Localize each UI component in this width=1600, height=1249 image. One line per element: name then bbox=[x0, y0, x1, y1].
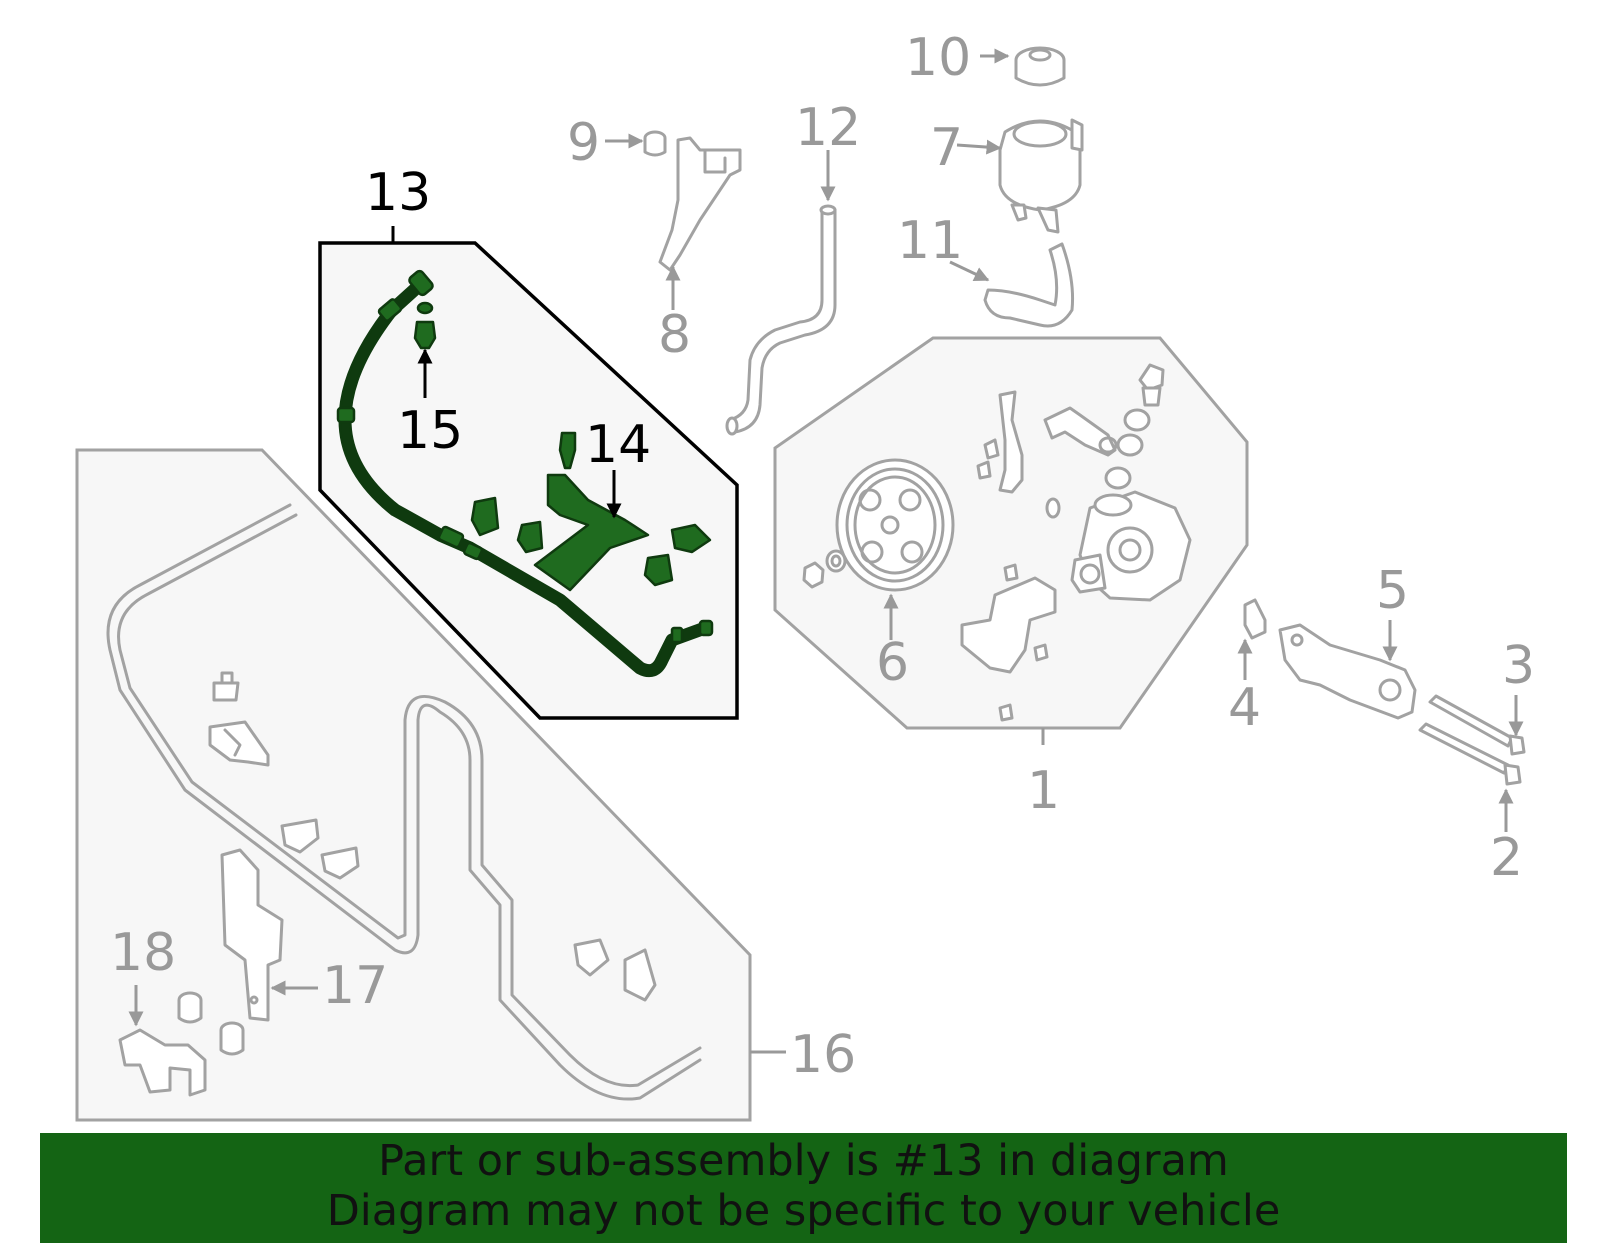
hose-12 bbox=[725, 204, 837, 436]
bracket-14 bbox=[470, 431, 712, 592]
callout-15: 15 bbox=[397, 401, 463, 461]
panel-return-line-16 bbox=[75, 448, 786, 1122]
right-clips-part bbox=[573, 938, 657, 1002]
callout-5: 5 bbox=[1376, 561, 1409, 621]
callout-16: 16 bbox=[790, 1025, 856, 1085]
callout-17: 17 bbox=[322, 956, 388, 1016]
callout-1: 1 bbox=[1027, 761, 1060, 821]
fitting-15 bbox=[413, 301, 437, 350]
pump-body-part bbox=[1070, 490, 1192, 602]
clip-4 bbox=[1243, 598, 1267, 640]
bracket-8 bbox=[658, 136, 742, 272]
callout-7: 7 bbox=[930, 118, 963, 178]
nut-washer-part bbox=[802, 549, 847, 589]
clip-part bbox=[212, 671, 240, 702]
bracket-5 bbox=[1278, 623, 1417, 720]
clamp-18-part bbox=[118, 991, 245, 1097]
bracket-part bbox=[208, 720, 270, 767]
callout-6: 6 bbox=[876, 633, 909, 693]
callout-4: 4 bbox=[1228, 678, 1261, 738]
callout-10: 10 bbox=[905, 28, 971, 88]
callout-3: 3 bbox=[1502, 636, 1535, 696]
panel-pump-1 bbox=[773, 336, 1249, 745]
hose-11 bbox=[983, 242, 1075, 328]
panel-pressure-hose-13 bbox=[318, 226, 739, 720]
callout-9: 9 bbox=[567, 113, 600, 173]
callout-11: 11 bbox=[897, 211, 963, 271]
reservoir-7 bbox=[998, 118, 1084, 234]
callout-2: 2 bbox=[1490, 828, 1523, 888]
pulley-6 bbox=[835, 458, 955, 592]
pump-bracket-part bbox=[960, 390, 1057, 722]
bolts-2-3 bbox=[1418, 694, 1526, 786]
reservoir-cap-10 bbox=[1014, 46, 1066, 87]
callout-13: 13 bbox=[365, 163, 431, 223]
notice-line-1: Part or sub-assembly is #13 in diagram bbox=[378, 1136, 1229, 1186]
notice-banner: Part or sub-assembly is #13 in diagram D… bbox=[40, 1133, 1567, 1243]
callout-14: 14 bbox=[585, 415, 651, 475]
pressure-hose-13 bbox=[336, 269, 714, 678]
callout-8: 8 bbox=[658, 305, 691, 365]
grommet-9 bbox=[643, 130, 667, 157]
pump-fittings-part bbox=[1043, 363, 1165, 519]
bracket-17-part bbox=[220, 848, 284, 1022]
callout-18: 18 bbox=[110, 923, 176, 983]
callout-12: 12 bbox=[795, 98, 861, 158]
clip-pair-part bbox=[280, 818, 360, 880]
notice-line-2: Diagram may not be specific to your vehi… bbox=[326, 1186, 1281, 1236]
